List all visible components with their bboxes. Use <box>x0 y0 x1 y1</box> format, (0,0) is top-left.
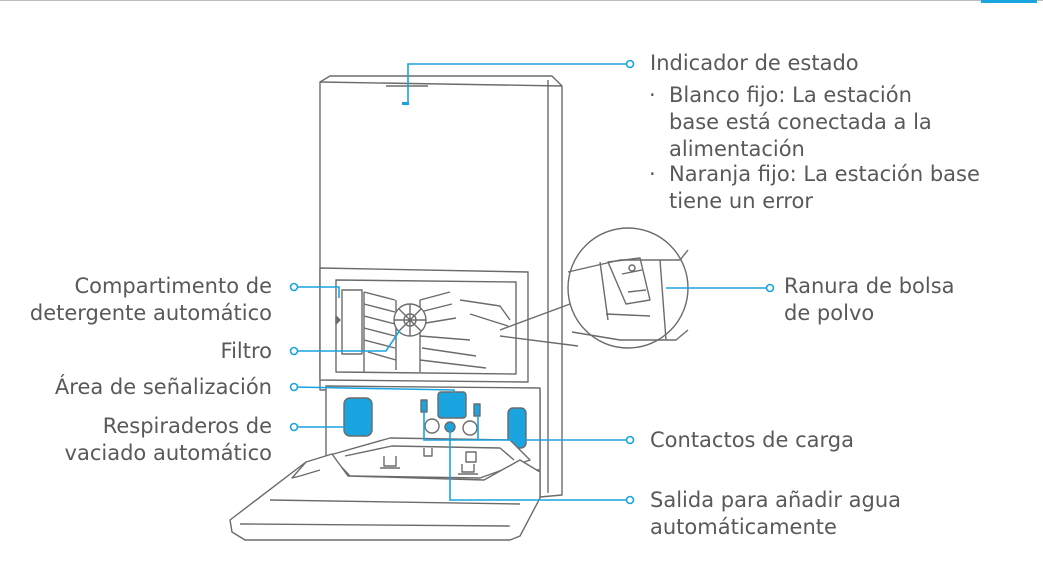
charge-contact-left <box>420 399 428 413</box>
status-led <box>402 102 409 105</box>
label-status-indicator: Indicador de estado <box>650 51 859 75</box>
vent-left <box>343 397 373 437</box>
label-detergent-line2: detergente automático <box>29 301 272 325</box>
label-signal-area: Área de señalización <box>54 375 272 399</box>
leader-detergent <box>294 286 340 298</box>
label-water-outlet-line2: automáticamente <box>650 515 837 539</box>
label-charging: Contactos de carga <box>650 428 854 452</box>
leader-water-outlet <box>449 430 630 501</box>
label-water-outlet-line1: Salida para añadir agua <box>650 488 902 512</box>
status-item-white: · Blanco fijo: La estación base está con… <box>649 82 932 163</box>
top-rule <box>0 0 1043 1</box>
signal-area <box>437 391 467 419</box>
bullet: · <box>649 162 656 186</box>
label-dust-bag-line2: de polvo <box>784 301 875 325</box>
label-water-outlet: Salida para añadir agua automáticamente <box>650 487 901 541</box>
status-white-line2: base está conectada a la <box>669 110 932 134</box>
dust-bag-slot <box>607 257 651 305</box>
leader-vents <box>294 426 358 436</box>
label-vents-line1: Respiraderos de <box>102 414 272 438</box>
label-dust-bag: Ranura de bolsa de polvo <box>784 273 955 327</box>
leader-status-indicator <box>407 63 630 102</box>
label-vents-line2: vaciado automático <box>64 441 272 465</box>
bullet: · <box>649 83 656 107</box>
leader-lines <box>289 59 775 505</box>
leader-signal-area <box>293 386 455 394</box>
charge-contact-right <box>473 403 481 417</box>
label-dust-bag-line1: Ranura de bolsa <box>784 274 955 298</box>
status-item-orange: · Naranja fijo: La estación base tiene u… <box>649 161 980 215</box>
label-filter: Filtro <box>220 339 272 363</box>
leader-filter <box>294 329 401 352</box>
label-detergent: Compartimento de detergente automático <box>30 273 272 327</box>
detergent-compartment <box>341 289 363 355</box>
leader-charging <box>423 412 479 441</box>
ramp <box>229 453 541 541</box>
top-accent-bar <box>981 0 1037 3</box>
status-white-line1: Blanco fijo: La estación <box>669 83 912 107</box>
base-station-illustration <box>229 75 689 541</box>
status-white-line3: alimentación <box>669 137 805 161</box>
status-orange-line2: tiene un error <box>669 189 814 213</box>
label-detergent-line1: Compartimento de <box>74 274 272 298</box>
status-orange-line1: Naranja fijo: La estación base <box>669 162 980 186</box>
label-vents: Respiraderos de vaciado automático <box>65 413 272 467</box>
